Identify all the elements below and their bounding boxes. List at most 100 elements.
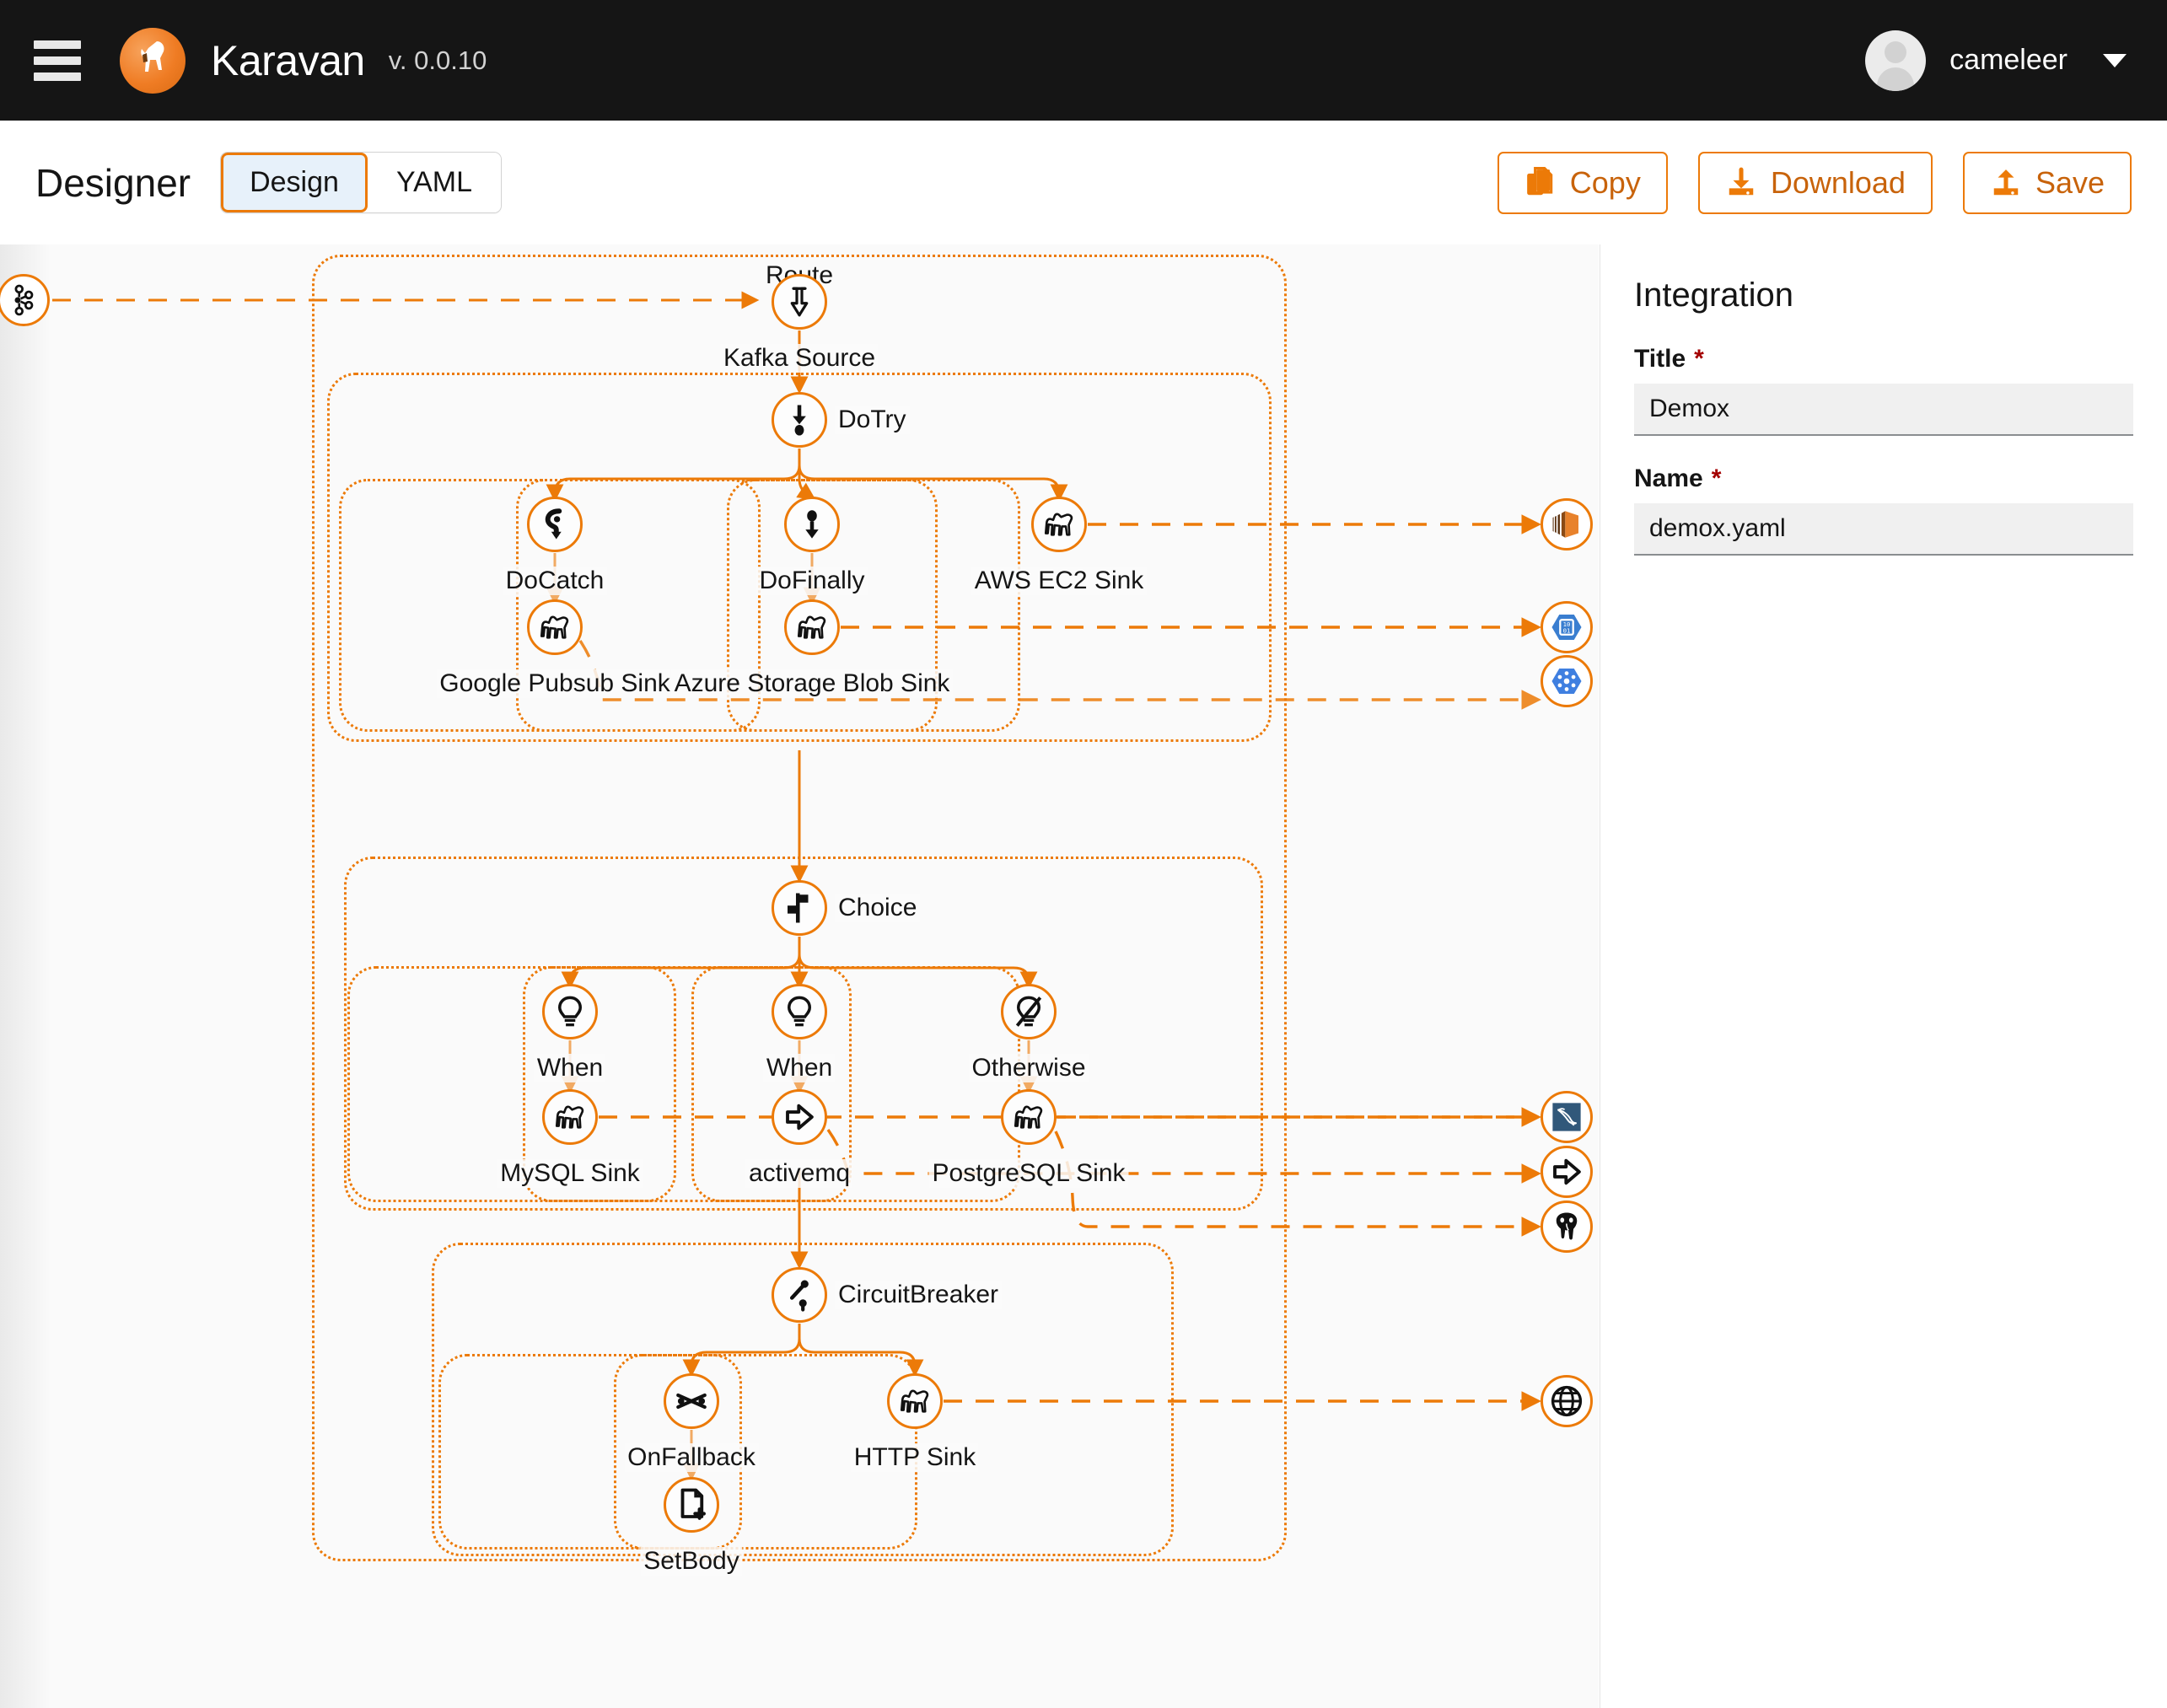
camel-icon [540, 615, 569, 639]
node-when-2[interactable] [772, 984, 827, 1039]
node-http-sink[interactable] [887, 1373, 943, 1429]
tab-yaml[interactable]: YAML [367, 153, 502, 212]
node-kafka-source-label: Kafka Source [719, 344, 879, 373]
when-icon [557, 996, 583, 1027]
choice-icon [788, 893, 809, 923]
endpoint-google-pubsub[interactable] [1541, 655, 1593, 707]
download-icon [1729, 167, 1754, 195]
node-otherwise-label: Otherwise [968, 1054, 1089, 1082]
user-avatar-icon [1865, 30, 1927, 91]
node-azure-storage-blob-sink-label: Azure Storage Blob Sink [670, 669, 954, 698]
designer-toolbar: Designer Design YAML Copy Download [0, 121, 2167, 244]
node-azure-storage-blob-sink[interactable] [784, 599, 840, 655]
toolbar-actions: Copy Download Save [1497, 151, 2132, 214]
node-choice-label: Choice [835, 894, 921, 922]
camel-icon [900, 1389, 929, 1413]
panel-title: Integration [1634, 277, 1794, 314]
mysql-dolphin-icon [1552, 1103, 1581, 1131]
copy-button-label: Copy [1569, 164, 1641, 200]
chevron-down-icon[interactable] [2103, 53, 2127, 67]
endpoint-postgresql[interactable] [1541, 1200, 1593, 1253]
dofinally-icon [805, 510, 819, 539]
node-otherwise[interactable] [1001, 984, 1057, 1039]
hamburger-icon[interactable] [34, 40, 81, 81]
node-aws-ec2-sink[interactable] [1031, 497, 1087, 552]
camel-logo-glyph [141, 40, 164, 72]
download-button-label: Download [1770, 164, 1906, 200]
node-docatch-label: DoCatch [502, 567, 608, 595]
node-kafka-source[interactable] [772, 274, 827, 330]
title-required-marker: * [1694, 345, 1704, 373]
title-field-label: Title * [1634, 345, 2133, 373]
name-field-label: Name * [1634, 465, 2133, 493]
tab-design[interactable]: Design [221, 153, 368, 212]
copy-button[interactable]: Copy [1497, 151, 1668, 214]
dofinally-container[interactable] [516, 479, 938, 732]
camel-icon [1014, 1105, 1043, 1129]
node-activemq-label: activemq [745, 1159, 854, 1188]
camel-logo-icon [120, 27, 186, 94]
camel-icon [555, 1105, 584, 1129]
endpoint-azure-storage-blob[interactable]: 10 01 [1541, 601, 1593, 653]
upload-save-icon [1993, 169, 2019, 195]
node-aws-ec2-sink-label: AWS EC2 Sink [971, 567, 1148, 595]
node-mysql-sink[interactable] [542, 1089, 598, 1145]
node-google-pubsub-sink-label: Google Pubsub Sink [436, 669, 674, 698]
dotry-icon [793, 405, 806, 436]
svg-text:10: 10 [1563, 620, 1571, 628]
node-activemq[interactable] [772, 1089, 827, 1145]
dotry-container[interactable] [327, 373, 1272, 742]
copy-icon [1526, 166, 1553, 195]
kafka-source-origin-icon[interactable] [0, 274, 50, 326]
endpoint-aws-ec2[interactable] [1541, 498, 1593, 551]
app-version: v. 0.0.10 [388, 45, 487, 75]
route-flow: Route [0, 244, 1599, 1708]
kafka-icon [14, 284, 34, 316]
title-input[interactable] [1634, 384, 2133, 436]
name-required-marker: * [1711, 465, 1722, 492]
when-icon [787, 996, 812, 1027]
setbody-icon [680, 1488, 706, 1520]
google-pubsub-icon [1551, 668, 1582, 695]
when-1-container[interactable] [347, 966, 676, 1202]
node-when-1[interactable] [542, 984, 598, 1039]
otherwise-container[interactable] [691, 966, 1020, 1202]
user-name: cameleer [1949, 44, 2068, 76]
save-button[interactable]: Save [1962, 151, 2132, 214]
endpoint-mysql[interactable] [1541, 1091, 1593, 1143]
node-docatch[interactable] [527, 497, 583, 552]
node-when-2-label: When [762, 1054, 836, 1082]
when-2-container[interactable] [523, 966, 852, 1202]
app-name: Karavan [211, 36, 365, 84]
endpoint-http[interactable] [1541, 1375, 1593, 1427]
node-postgresql-sink[interactable] [1001, 1089, 1057, 1145]
node-dotry[interactable] [772, 392, 827, 448]
otherwise-icon [1015, 996, 1042, 1027]
node-onfallback[interactable] [664, 1373, 719, 1429]
circuitbreaker-icon [789, 1280, 809, 1312]
route-container[interactable] [312, 255, 1287, 1561]
camel-icon [1044, 513, 1073, 536]
designer-canvas[interactable]: Route [0, 244, 1599, 1708]
save-button-label: Save [2035, 164, 2105, 200]
node-dofinally[interactable] [784, 497, 840, 552]
node-mysql-sink-label: MySQL Sink [497, 1159, 643, 1188]
user-menu[interactable]: cameleer [1865, 0, 2127, 121]
top-header-bar: Karavan v. 0.0.10 cameleer [0, 0, 2167, 121]
download-button[interactable]: Download [1697, 151, 1933, 214]
name-input[interactable] [1634, 503, 2133, 556]
node-postgresql-sink-label: PostgreSQL Sink [928, 1159, 1129, 1188]
node-http-sink-label: HTTP Sink [850, 1443, 980, 1472]
globe-icon [1551, 1385, 1583, 1417]
node-setbody[interactable] [664, 1477, 719, 1533]
choice-container[interactable] [344, 857, 1263, 1211]
azure-storage-blob-icon: 10 01 [1551, 614, 1582, 641]
node-choice[interactable] [772, 880, 827, 936]
integration-properties-panel: Integration Title * Name * [1600, 244, 2167, 1708]
activemq-arrow-icon [786, 1104, 814, 1131]
node-circuitbreaker[interactable] [772, 1267, 827, 1323]
aws-ec2-container[interactable] [727, 479, 1020, 732]
node-google-pubsub-sink[interactable] [527, 599, 583, 655]
circuitbreaker-container[interactable] [432, 1243, 1174, 1556]
endpoint-activemq[interactable] [1541, 1146, 1593, 1198]
